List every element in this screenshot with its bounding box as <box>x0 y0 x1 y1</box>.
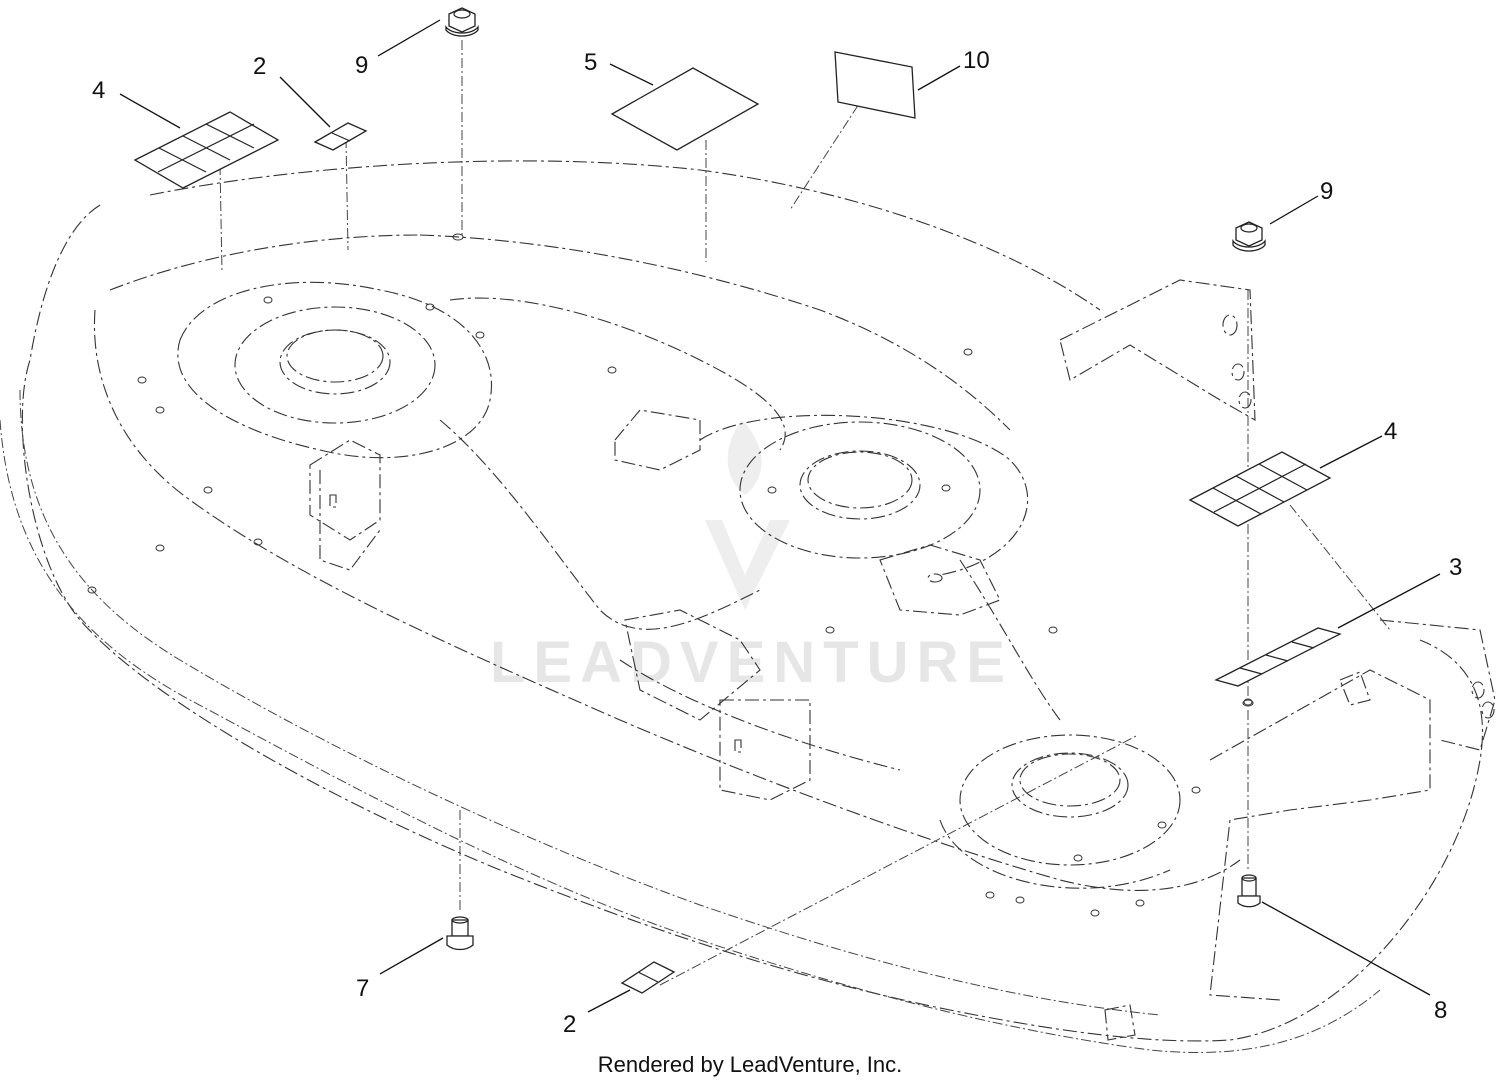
decal-part-10 <box>834 51 916 119</box>
center-spindle-plate <box>699 414 1028 576</box>
callout-3: 3 <box>1449 554 1462 581</box>
callout-2-bottom: 2 <box>563 1011 576 1038</box>
callout-8: 8 <box>1434 997 1447 1024</box>
rear-mount-plate <box>1059 279 1256 421</box>
flange-nut-part-9-top <box>445 7 479 37</box>
callout-labels: 9 2 4 5 10 9 4 3 7 2 8 <box>92 47 1462 1038</box>
decal-part-2-bottom <box>620 961 676 994</box>
right-spindle-plate <box>939 734 1181 889</box>
decal-part-3 <box>1214 627 1342 687</box>
deck-baffle <box>439 297 1061 771</box>
mower-deck-shell <box>0 160 1484 1053</box>
callout-4-left: 4 <box>92 77 105 104</box>
leadventure-watermark: LEADVENTURE <box>490 420 1013 695</box>
bolt-part-7 <box>446 916 474 951</box>
callout-2-top: 2 <box>253 53 266 80</box>
callout-5: 5 <box>584 49 597 76</box>
callout-10: 10 <box>963 47 990 74</box>
left-spindle-plate <box>177 281 492 459</box>
decal-part-2-top <box>313 122 368 151</box>
center-bracket <box>614 409 1001 801</box>
decal-part-4-right <box>1188 451 1332 527</box>
bolt-holes <box>87 233 1254 917</box>
rendered-by-footer: Rendered by LeadVenture, Inc. <box>597 1052 903 1077</box>
decal-part-4-left <box>133 111 280 189</box>
callout-9-top: 9 <box>355 52 368 79</box>
callout-9-right: 9 <box>1320 178 1333 205</box>
callout-7: 7 <box>356 975 369 1002</box>
leader-lines <box>119 19 1441 1013</box>
watermark-text: LEADVENTURE <box>490 630 1013 695</box>
right-front-bracket <box>1104 619 1496 1041</box>
flange-nut-part-9-right <box>1232 221 1266 252</box>
bolt-part-8 <box>1237 874 1261 908</box>
callout-4-right: 4 <box>1384 418 1397 445</box>
left-bracket <box>309 439 381 571</box>
decal-part-5 <box>610 67 760 151</box>
